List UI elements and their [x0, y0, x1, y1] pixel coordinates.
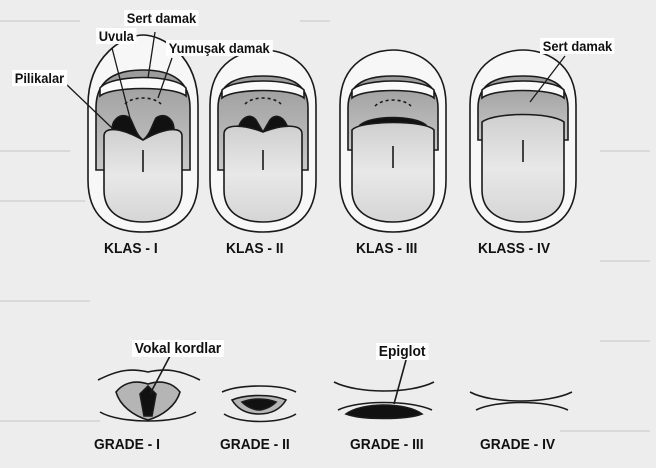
lower-contour [476, 403, 568, 411]
caption-klass-4: KLASS - IV [478, 240, 550, 257]
label-yumusak-damak: Yumuşak damak [166, 40, 272, 56]
upper-contour [470, 392, 572, 401]
caption-grade-4: GRADE - IV [480, 436, 555, 453]
caption-grade-3: GRADE - III [350, 436, 424, 453]
caption-grade-2: GRADE - II [220, 436, 290, 453]
tongue [352, 123, 434, 223]
label-uvula: Uvula [96, 28, 137, 44]
grade-4 [470, 392, 572, 410]
epiglot-pointer [394, 360, 406, 404]
upper-contour [222, 386, 296, 392]
label-epiglot: Epiglot [376, 343, 428, 360]
label-pilikalar: Pilikalar [12, 70, 67, 86]
label-vokal-kordlar: Vokal kordlar [132, 340, 224, 357]
caption-klas-2: KLAS - II [226, 240, 284, 257]
grade-2 [222, 386, 296, 422]
grade-3 [334, 360, 434, 419]
caption-klas-3: KLAS - III [356, 240, 417, 257]
upper-contour [334, 382, 434, 391]
lower-contour [224, 414, 296, 422]
mallampati-class-3 [340, 50, 446, 232]
epiglottis-dark [346, 405, 422, 419]
tongue [104, 130, 182, 222]
mallampati-class-1 [88, 35, 198, 232]
upper-contour [98, 370, 200, 380]
mallampati-class-2 [210, 50, 316, 232]
label-sert-damak-class4: Sert damak [540, 38, 615, 54]
caption-grade-1: GRADE - I [94, 436, 160, 453]
caption-klas-1: KLAS - I [104, 240, 158, 257]
label-sert-damak: Sert damak [124, 10, 199, 26]
tongue [482, 115, 564, 223]
glottis-dark [140, 386, 156, 416]
mallampati-class-4 [470, 50, 576, 232]
grade-1 [98, 356, 200, 421]
tongue [224, 126, 302, 222]
